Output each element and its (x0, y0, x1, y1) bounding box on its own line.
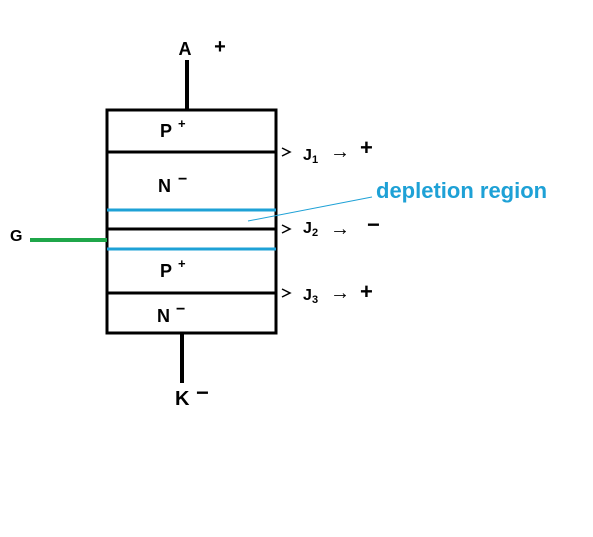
svg-text:−: − (367, 212, 380, 237)
svg-text:−: − (178, 171, 187, 188)
anode-label: A (179, 39, 192, 59)
device-body (105, 108, 278, 335)
layer-label-1: P + (160, 116, 186, 141)
cathode-label: K (175, 388, 190, 410)
svg-text:+: + (178, 116, 186, 131)
svg-text:+: + (360, 135, 373, 160)
anode-sign: + (214, 36, 226, 58)
svg-text:1: 1 (312, 154, 318, 166)
layer-label-4: N − (157, 301, 185, 326)
svg-text:−: − (176, 301, 185, 318)
svg-text:P: P (160, 121, 172, 141)
svg-text:N: N (158, 176, 171, 196)
depletion-pointer-line (247, 196, 373, 222)
layer-label-3: P + (160, 256, 186, 281)
cathode-sign: − (196, 380, 209, 405)
junction-pointer-j1 (281, 147, 292, 157)
svg-text:+: + (178, 256, 186, 271)
svg-text:→: → (330, 218, 350, 240)
svg-text:J: J (303, 147, 312, 164)
svg-text:3: 3 (312, 294, 318, 306)
junction-label-j1: J 1 → + (303, 135, 373, 166)
svg-text:→: → (330, 141, 350, 163)
junction-label-j2: J 2 → − (303, 212, 380, 240)
layer-label-2: N − (158, 171, 187, 196)
svg-text:J: J (303, 287, 312, 304)
svg-text:N: N (157, 306, 170, 326)
depletion-region-label: depletion region (376, 178, 547, 203)
svg-text:2: 2 (312, 227, 318, 239)
junction-pointer-j2 (281, 224, 292, 234)
junction-pointer-j3 (281, 288, 292, 298)
gate-label: G (10, 228, 22, 245)
svg-text:P: P (160, 261, 172, 281)
svg-text:+: + (360, 279, 373, 304)
svg-text:J: J (303, 220, 312, 237)
svg-text:→: → (330, 282, 350, 304)
junction-label-j3: J 3 → + (303, 279, 373, 306)
